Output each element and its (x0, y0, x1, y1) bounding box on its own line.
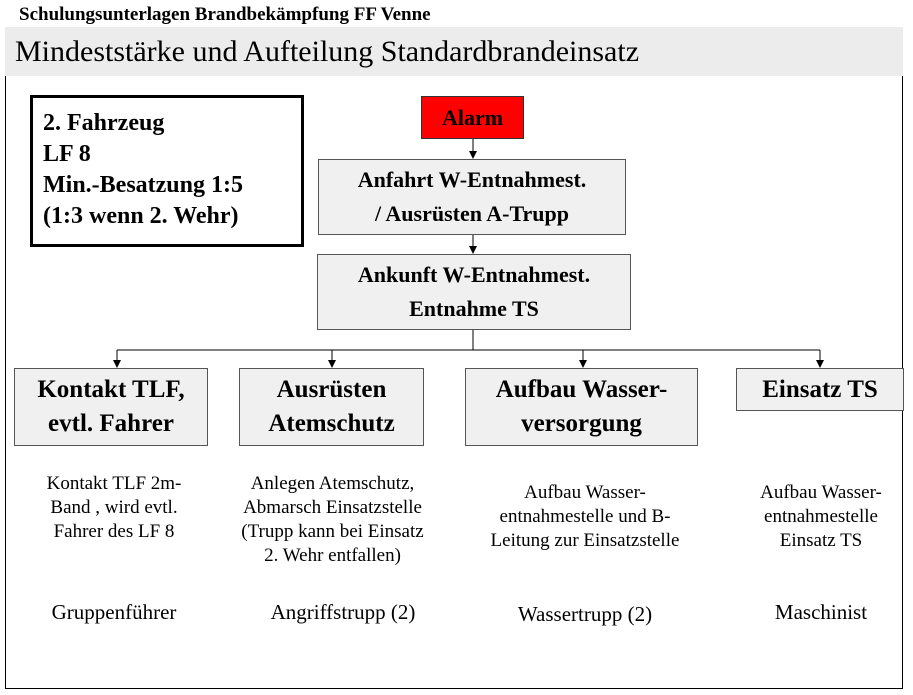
description-line: Abmarsch Einsatzstelle (243, 497, 422, 518)
description-line: entnahmestelle und B- (499, 506, 671, 527)
branch-description-einsatz-ts: Aufbau Wasser- entnahmestelle Einsatz TS (740, 481, 902, 553)
info-line: (1:3 wenn 2. Wehr) (43, 203, 239, 229)
node-label-line: Einsatz TS (762, 375, 878, 403)
description-line: 2. Wehr entfallen) (264, 545, 401, 566)
description-line: Band , wird evtl. (50, 497, 178, 518)
frame-left-line (5, 76, 6, 688)
node-label-line: Aufbau Wasser- (495, 376, 668, 403)
role-label-kontakt: Gruppenführer (51, 600, 177, 624)
branch-node-einsatz-ts: Einsatz TS (736, 368, 904, 411)
branch-node-kontakt: Kontakt TLF, evtl. Fahrer (14, 368, 208, 446)
node-label-line: Anfahrt W-Entnahmest. (357, 167, 587, 192)
description-line: Anlegen Atemschutz, (250, 473, 415, 494)
node-label-line: Kontakt TLF, (37, 376, 185, 403)
description-line: (Trupp kann bei Einsatz (241, 521, 424, 542)
ankunft-node: Ankunft W-Entnahmest. Entnahme TS (317, 254, 631, 330)
role-label-wasserversorgung: Wassertrupp (2) (517, 602, 653, 626)
info-line: LF 8 (43, 141, 91, 167)
slide-title: Mindeststärke und Aufteilung Standardbra… (5, 27, 903, 76)
role-label-atemschutz: Angriffstrupp (2) (270, 600, 416, 624)
description-line: Kontakt TLF 2m- (46, 473, 182, 494)
frame-bottom-line (5, 688, 903, 689)
node-label-line: Ausrüsten (276, 376, 387, 403)
vehicle-info-box: 2. Fahrzeug LF 8 Min.-Besatzung 1:5 (1:3… (30, 95, 304, 247)
description-line: Fahrer des LF 8 (53, 521, 175, 542)
description-line: Aufbau Wasser- (524, 482, 646, 503)
role-label-einsatz-ts: Maschinist (774, 600, 868, 624)
description-line: Einsatz TS (779, 530, 863, 551)
branch-node-atemschutz: Ausrüsten Atemschutz (239, 368, 424, 446)
node-label-line: Atemschutz (268, 410, 395, 437)
node-label-line: Ankunft W-Entnahmest. (357, 262, 591, 287)
branch-description-atemschutz: Anlegen Atemschutz, Abmarsch Einsatzstel… (205, 472, 460, 568)
info-line: Min.-Besatzung 1:5 (43, 172, 243, 198)
description-line: Aufbau Wasser- (760, 482, 882, 503)
info-line: 2. Fahrzeug (43, 110, 165, 136)
branch-description-kontakt: Kontakt TLF 2m- Band , wird evtl. Fahrer… (14, 472, 214, 544)
branch-node-wasserversorgung: Aufbau Wasser- versorgung (465, 368, 698, 446)
node-label-line: / Ausrüsten A-Trupp (375, 201, 569, 226)
node-label-line: evtl. Fahrer (48, 410, 174, 437)
description-line: entnahmestelle (764, 506, 878, 527)
node-label-line: versorgung (521, 410, 642, 437)
alarm-node: Alarm (421, 96, 524, 139)
alarm-label: Alarm (441, 104, 504, 130)
description-line: Leitung zur Einsatzstelle (490, 530, 680, 551)
document-header: Schulungsunterlagen Brandbekämpfung FF V… (19, 4, 431, 25)
node-label-line: Entnahme TS (409, 296, 539, 321)
anfahrt-node: Anfahrt W-Entnahmest. / Ausrüsten A-Trup… (318, 159, 626, 235)
branch-description-wasserversorgung: Aufbau Wasser- entnahmestelle und B- Lei… (465, 481, 705, 553)
